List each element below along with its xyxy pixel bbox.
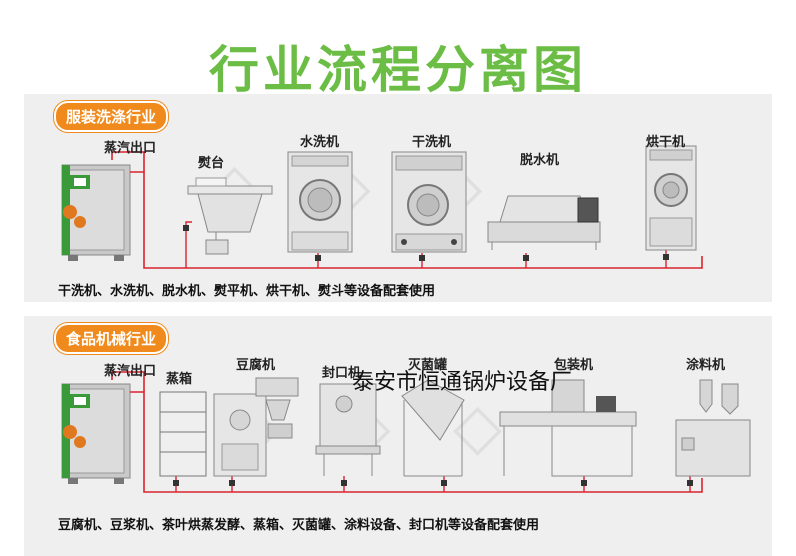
machine-label: 涂料机 xyxy=(686,358,726,373)
section2-caption: 豆腐机、豆浆机、茶叶烘蒸发酵、蒸箱、灭菌罐、涂料设备、封口机等设备配套使用 xyxy=(58,518,540,533)
packaging-machine xyxy=(499,379,637,477)
section1-caption: 干洗机、水洗机、脱水机、熨平机、烘干机、熨斗等设备配套使用 xyxy=(58,284,436,299)
coating-machine xyxy=(675,379,751,477)
boiler-1 xyxy=(61,164,131,261)
dry-cleaner xyxy=(391,151,467,253)
machine-label: 封口机 xyxy=(322,366,362,381)
section2-badge: 食品机械行业 xyxy=(54,323,169,354)
section-food-panel xyxy=(24,316,772,556)
section1-badge: 服装洗涤行业 xyxy=(54,101,169,132)
machine-label: 水洗机 xyxy=(300,135,340,150)
machine-label: 熨台 xyxy=(198,156,225,171)
steam-outlet-label: 蒸汽出口 xyxy=(104,141,157,156)
machine-label: 包装机 xyxy=(554,358,594,373)
machine-label: 灭菌罐 xyxy=(408,358,448,373)
company-name-overlay: 泰安市恒通锅炉设备厂 xyxy=(352,370,573,395)
machine-label: 干洗机 xyxy=(412,135,452,150)
spin-dryer xyxy=(487,195,601,250)
sterilizer-tank xyxy=(401,379,465,477)
boiler-2 xyxy=(61,383,131,484)
machine-label: 烘干机 xyxy=(646,135,686,150)
machine-label: 脱水机 xyxy=(520,153,560,168)
tofu-machine xyxy=(213,377,299,477)
machine-label: 蒸箱 xyxy=(166,372,193,387)
steam-outlet-label: 蒸汽出口 xyxy=(104,364,157,379)
ironing-table xyxy=(187,177,273,255)
steam-cabinet xyxy=(159,391,207,477)
page-title: 行业流程分离图 xyxy=(209,41,587,99)
machine-label: 豆腐机 xyxy=(236,358,276,373)
sealing-machine xyxy=(315,383,381,476)
water-washer xyxy=(287,151,353,253)
tumble-dryer xyxy=(645,145,697,251)
